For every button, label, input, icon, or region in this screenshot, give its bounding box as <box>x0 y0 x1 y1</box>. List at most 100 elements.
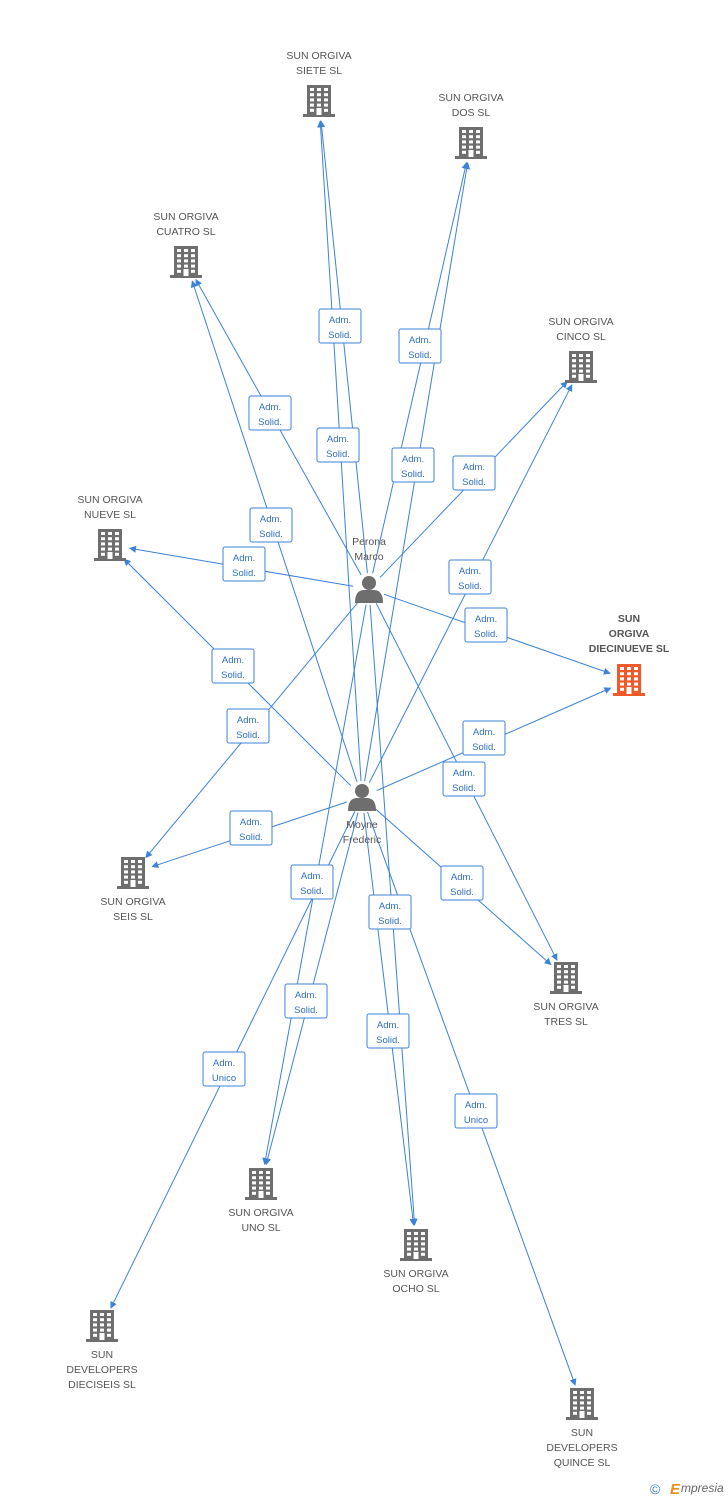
edge-label-line: Adm. <box>402 454 424 465</box>
edge-label-moyne-seis[interactable]: Adm.Solid. <box>229 810 273 846</box>
building-icon <box>117 857 149 889</box>
edge-label-line: Adm. <box>237 715 259 726</box>
building-icon <box>455 127 487 159</box>
edge-label-line: Solid. <box>232 568 256 579</box>
edge-label-line: Solid. <box>326 449 350 460</box>
edge-label-line: Adm. <box>453 768 475 779</box>
edge-label-perona-tres[interactable]: Adm. Solid. <box>442 761 486 797</box>
company-name-line: DEVELOPERS <box>546 1442 617 1454</box>
building-icon <box>170 246 202 278</box>
company-node-cuatro[interactable]: SUN ORGIVA CUATRO SL <box>153 211 219 278</box>
company-name-line: QUINCE SL <box>554 1457 611 1469</box>
edge-label-perona-cinco[interactable]: Adm.Solid. <box>452 455 496 491</box>
person-name-line: Perona <box>352 536 386 548</box>
edge-label-moyne-cinco[interactable]: Adm.Solid. <box>448 559 492 595</box>
edge-label-perona-dos[interactable]: Adm.Solid. <box>398 328 442 364</box>
person-name-line: Frederic <box>343 834 382 846</box>
edge-label-moyne-siete[interactable]: Adm.Solid. <box>316 427 360 463</box>
company-name-line: SUN <box>91 1349 113 1361</box>
company-name-line: SUN ORGIVA <box>383 1268 448 1280</box>
person-icon <box>355 576 383 603</box>
edge-label-moyne-dos[interactable]: Adm. Solid. <box>391 447 435 483</box>
edge-label-line: Unico <box>464 1115 488 1126</box>
person-icon <box>348 784 376 811</box>
edge-label-moyne-dieciseis[interactable]: Adm. Unico <box>202 1051 246 1087</box>
company-name-line: CUATRO SL <box>156 226 215 238</box>
edge-label-line: Adm. <box>222 655 244 666</box>
edge-label-moyne-nueve[interactable]: Adm. Solid. <box>211 648 255 684</box>
building-icon <box>566 1388 598 1420</box>
edge-label-line: Solid. <box>236 730 260 741</box>
edge-label-moyne-uno[interactable]: Adm.Solid. <box>284 983 328 1019</box>
company-name-line: DOS SL <box>452 107 491 119</box>
company-name-line: SUN ORGIVA <box>77 494 142 506</box>
company-name-line: OCHO SL <box>392 1283 439 1295</box>
company-name-line: SEIS SL <box>113 911 153 923</box>
edge-label-perona-seis[interactable]: Adm. Solid. <box>226 708 270 744</box>
company-node-cinco[interactable]: SUN ORGIVA CINCO SL <box>548 316 614 383</box>
edge-label-line: Solid. <box>376 1035 400 1046</box>
company-node-siete[interactable]: SUN ORGIVA SIETE SL <box>286 50 352 117</box>
copyright-symbol: © <box>650 1481 661 1497</box>
company-name-line: SUN ORGIVA <box>153 211 218 223</box>
company-name-line: TRES SL <box>544 1016 588 1028</box>
company-name-line: SUN ORGIVA <box>438 92 503 104</box>
edge-label-line: Solid. <box>472 742 496 753</box>
edge-label-line: Solid. <box>259 529 283 540</box>
company-name-line: DIECINUEVE SL <box>589 643 670 655</box>
edge-label-line: Solid. <box>474 629 498 640</box>
edge-labels-layer: Adm. Solid. Adm. Solid. Adm. Solid. Adm. Solid.… <box>202 308 508 1129</box>
edge-label-line: Solid. <box>221 670 245 681</box>
edge-label-line: Solid. <box>462 477 486 488</box>
edge-label-perona-uno[interactable]: Adm. Solid. <box>290 864 334 900</box>
edge-label-moyne-tres[interactable]: Adm.Solid. <box>440 865 484 901</box>
edge-label-line: Adm. <box>459 566 481 577</box>
edge-label-moyne-diecinueve[interactable]: Adm. Solid. <box>462 720 506 756</box>
edge-label-line: Adm. <box>473 727 495 738</box>
edge-label-perona-ocho[interactable]: Adm.Solid. <box>366 1013 410 1049</box>
building-icon <box>94 529 126 561</box>
company-node-dos[interactable]: SUN ORGIVA DOS SL <box>438 92 504 159</box>
company-name-line: SUN ORGIVA <box>286 50 351 62</box>
edge-label-line: Solid. <box>378 916 402 927</box>
edge-label-perona-siete[interactable]: Adm.Solid. <box>318 308 362 344</box>
edge-label-perona-nueve[interactable]: Adm. Solid. <box>222 546 266 582</box>
edge-label-moyne-cuatro[interactable]: Adm.Solid. <box>249 507 293 543</box>
footer: © E mpresia <box>650 1481 724 1498</box>
edge-perona-to-siete <box>318 120 368 574</box>
company-name-line: NUEVE SL <box>84 509 136 521</box>
edge-label-line: Adm. <box>379 901 401 912</box>
edge-label-line: Unico <box>212 1073 236 1084</box>
edge-label-line: Adm. <box>213 1058 235 1069</box>
edge-label-line: Solid. <box>300 886 324 897</box>
edge-label-line: Adm. <box>475 614 497 625</box>
building-icon <box>400 1229 432 1261</box>
edge-label-line: Solid. <box>401 469 425 480</box>
company-node-ocho[interactable]: SUN ORGIVA OCHO SL <box>383 1229 449 1295</box>
edge-label-moyne-ocho[interactable]: Adm. Solid. <box>368 894 412 930</box>
company-name-line: ORGIVA <box>609 628 650 640</box>
edge-label-perona-diecinueve[interactable]: Adm. Solid. <box>464 607 508 643</box>
company-node-nueve[interactable]: SUN ORGIVA NUEVE SL <box>77 494 143 561</box>
edge-label-line: Adm. <box>301 871 323 882</box>
edge-label-perona-cuatro[interactable]: Adm.Solid. <box>248 395 292 431</box>
company-name-line: SUN ORGIVA <box>548 316 613 328</box>
edge-label-moyne-quince[interactable]: Adm.Unico <box>454 1093 498 1129</box>
edge-label-line: Solid. <box>452 783 476 794</box>
edge-label-line: Adm. <box>409 335 431 346</box>
company-name-line: SIETE SL <box>296 65 342 77</box>
edge-label-line: Adm. <box>233 553 255 564</box>
edge-label-line: Solid. <box>328 330 352 341</box>
building-icon <box>565 351 597 383</box>
company-name-line: CINCO SL <box>556 331 606 343</box>
